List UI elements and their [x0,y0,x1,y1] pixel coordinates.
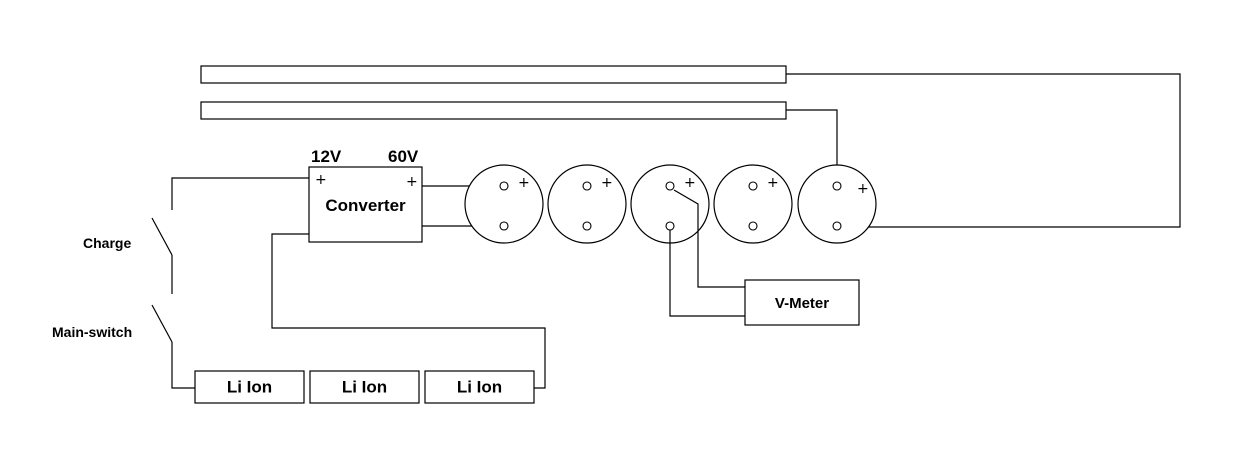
battery-2-label: Li Ion [342,378,387,397]
wire-top-rail-to-cap5-negative [786,73,1181,228]
main-switch-blade [151,304,173,343]
capacitor-4-plus: + [767,175,779,191]
converter-input-plus: + [315,172,327,188]
capacitor-5-plus: + [857,181,869,197]
capacitor-3-plus: + [684,175,696,191]
battery-1-label: Li Ion [227,378,272,397]
wire-bottom-rail-to-cap5-positive [786,109,838,186]
capacitor-4: + [713,164,793,244]
battery-3 [424,370,535,404]
capacitor-4-negative-terminal [748,221,758,231]
capacitor-5-positive-terminal [832,181,842,191]
converter-input-voltage: 12V [311,147,342,166]
charge-switch-blade [151,217,173,256]
wire-converter-to-battery [271,233,546,389]
capacitor-5: + [797,164,877,244]
capacitor-2: + [547,164,627,244]
battery-1 [194,370,305,404]
voltmeter-label: V-Meter [775,295,829,312]
capacitor-5-negative-terminal [832,221,842,231]
wire-main-switch-to-battery [171,342,195,389]
capacitor-1-positive-terminal [499,181,509,191]
battery-3-label: Li Ion [457,378,502,397]
capacitor-3-negative-terminal [665,221,675,231]
capacitor-2-negative-terminal [582,221,592,231]
capacitor-3: + [630,164,710,244]
capacitor-4-positive-terminal [748,181,758,191]
converter-output-plus: + [406,174,418,190]
capacitor-3-positive-terminal [665,181,675,191]
capacitor-2-positive-terminal [582,181,592,191]
rail-bottom [200,101,787,120]
capacitor-1: + [464,164,544,244]
voltmeter-box [744,279,860,326]
converter-output-voltage: 60V [388,147,419,166]
wire-converter-to-charge-switch [171,177,309,210]
wire-cap3-positive-to-vmeter [673,189,745,288]
battery-2 [309,370,420,404]
rail-top [200,65,787,84]
converter-box [308,166,423,243]
charge-label: Charge [83,235,131,251]
wire-cap3-negative-to-vmeter [669,230,745,317]
capacitor-2-plus: + [601,175,613,191]
converter-label: Converter [325,196,406,215]
capacitor-1-plus: + [518,175,530,191]
capacitor-1-negative-terminal [499,221,509,231]
main-switch-label: Main-switch [52,324,132,340]
